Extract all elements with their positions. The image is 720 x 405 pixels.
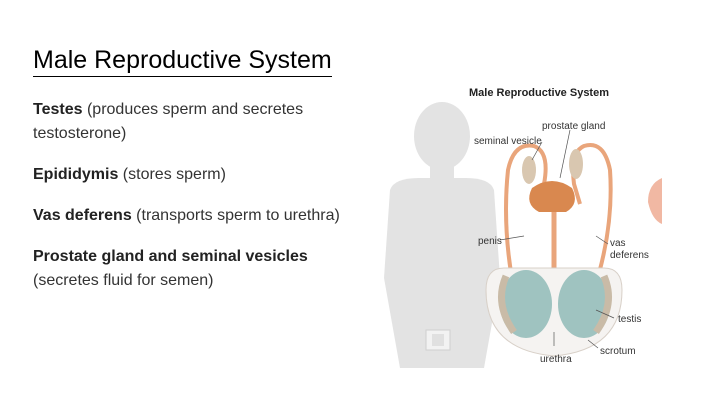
label-urethra: urethra: [540, 354, 572, 365]
label-testis: testis: [618, 314, 641, 325]
bullet-list: Testes (produces sperm and secretes test…: [33, 98, 363, 310]
side-illustration: [648, 178, 662, 224]
bullet-epididymis: Epididymis (stores sperm): [33, 163, 363, 187]
prostate-gland: [529, 181, 575, 212]
bullet-prostate: Prostate gland and seminal vesicles (sec…: [33, 245, 363, 293]
bullet-testes: Testes (produces sperm and secretes test…: [33, 98, 363, 146]
bullet-term: Vas deferens: [33, 207, 132, 224]
label-penis: penis: [478, 236, 502, 247]
testes: [498, 270, 612, 338]
anatomy-figure: Male Reproductive System: [374, 78, 662, 370]
thumbnail-icon: [425, 329, 451, 351]
body-silhouette: [384, 102, 500, 368]
seminal-vesicles: [522, 149, 583, 184]
bullet-desc: (transports sperm to urethra): [131, 207, 340, 224]
bullet-term: Prostate gland and seminal vesicles: [33, 248, 308, 265]
bullet-term: Testes: [33, 101, 83, 118]
label-scrotum: scrotum: [600, 346, 636, 357]
bullet-desc: (secretes fluid for semen): [33, 272, 214, 289]
figure-title: Male Reproductive System: [469, 87, 609, 99]
bullet-vas-deferens: Vas deferens (transports sperm to urethr…: [33, 204, 363, 228]
label-prostate: prostate gland: [542, 121, 605, 132]
slide-title: Male Reproductive System: [33, 44, 332, 77]
label-deferens: deferens: [610, 250, 649, 261]
label-vas: vas: [610, 238, 626, 249]
leader-lines: [499, 129, 615, 349]
anatomy-illustration: Male Reproductive System: [384, 87, 662, 368]
bullet-term: Epididymis: [33, 166, 119, 183]
bullet-desc: (stores sperm): [118, 166, 226, 183]
label-vesicle: seminal vesicle: [474, 136, 542, 147]
bullet-desc: (produces sperm and secretes testosteron…: [33, 101, 304, 142]
